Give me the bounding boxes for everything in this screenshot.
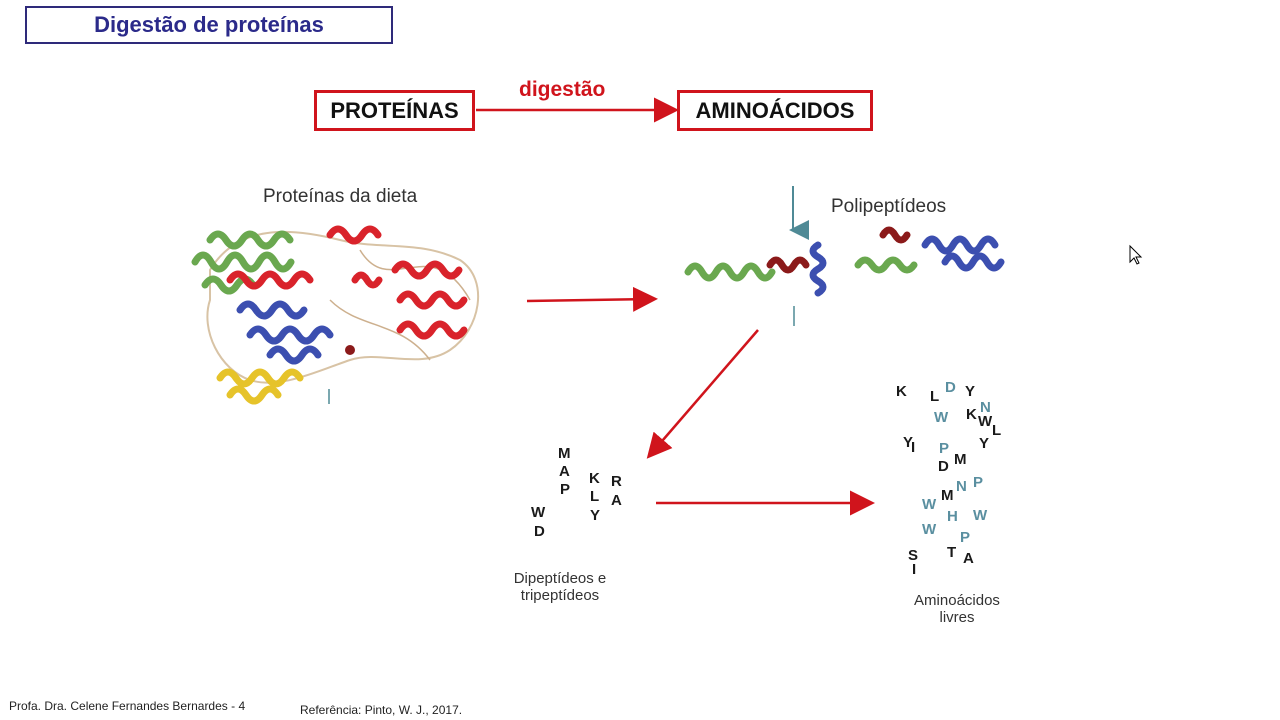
- caption-dipeptideos-line2: tripeptídeos: [520, 587, 600, 604]
- amino-letter: W: [922, 496, 937, 513]
- peptide-letter: Y: [590, 507, 601, 524]
- peptide-letter: A: [559, 463, 570, 480]
- amino-letter: W: [934, 409, 949, 426]
- amino-letter: K: [896, 383, 907, 400]
- amino-letter: I: [912, 561, 917, 578]
- caption-aminoacidos-livres: Aminoácidos livres: [898, 592, 1016, 626]
- peptide-letter: A: [611, 492, 622, 509]
- amino-letter: T: [947, 544, 957, 561]
- caption-aminoacidos-line2: livres: [939, 609, 975, 626]
- peptide-letter: D: [534, 523, 545, 540]
- amino-letter: H: [947, 508, 958, 525]
- amino-letter: Y: [979, 435, 990, 452]
- peptide-letter: K: [589, 470, 600, 487]
- amino-letter: L: [930, 388, 940, 405]
- aminoacidos-box: AMINOÁCIDOS: [677, 90, 873, 131]
- amino-letter: I: [911, 439, 916, 456]
- amino-letter: P: [960, 529, 971, 546]
- caption-proteinas-dieta: Proteínas da dieta: [263, 186, 418, 207]
- caption-dipeptideos: Dipeptídeos e tripeptídeos: [498, 570, 622, 604]
- protein-structure-icon: [191, 225, 480, 405]
- caption-polipeptideos: Polipeptídeos: [831, 196, 947, 217]
- slide-title-box: Digestão de proteínas: [25, 6, 393, 44]
- polypeptide-fragments-icon: [684, 226, 1005, 297]
- arrow-to-dipeptideos: [646, 329, 759, 459]
- amino-letter: L: [992, 422, 1002, 439]
- amino-letter: Y: [903, 434, 914, 451]
- amino-letter: A: [963, 550, 974, 567]
- footer-author: Profa. Dra. Celene Fernandes Bernardes -…: [9, 699, 246, 713]
- amino-letter: S: [908, 547, 919, 564]
- amino-letter: D: [938, 458, 949, 475]
- amino-letter: W: [978, 413, 993, 430]
- amino-letter: N: [980, 399, 991, 416]
- caption-dipeptideos-line1: Dipeptídeos e: [513, 570, 607, 587]
- amino-letter: P: [973, 474, 984, 491]
- amino-letter: M: [954, 451, 967, 468]
- peptide-letter: W: [531, 504, 546, 521]
- amino-letter: D: [945, 379, 956, 396]
- digestao-label: digestão: [519, 78, 606, 101]
- proteinas-box: PROTEÍNAS: [314, 90, 475, 131]
- amino-letter: M: [941, 487, 954, 504]
- caption-aminoacidos-line1: Aminoácidos: [914, 592, 1000, 609]
- peptide-letter: M: [558, 445, 571, 462]
- arrow-to-polipeptideos: [526, 286, 658, 312]
- amino-letter: P: [939, 440, 950, 457]
- peptide-letter: P: [560, 481, 571, 498]
- proteinas-label: PROTEÍNAS: [330, 97, 459, 123]
- amino-letter: W: [973, 507, 988, 524]
- amino-letter: N: [956, 478, 967, 495]
- amino-letter: Y: [965, 383, 976, 400]
- amino-letter: W: [922, 521, 937, 538]
- cursor-icon: [1129, 244, 1143, 265]
- peptide-letter: R: [611, 473, 622, 490]
- footer-reference: Referência: Pinto, W. J., 2017.: [300, 703, 463, 717]
- amino-letter: K: [966, 406, 977, 423]
- aminoacidos-label: AMINOÁCIDOS: [695, 97, 855, 123]
- peptide-letter: L: [590, 488, 600, 505]
- slide-title: Digestão de proteínas: [94, 12, 324, 37]
